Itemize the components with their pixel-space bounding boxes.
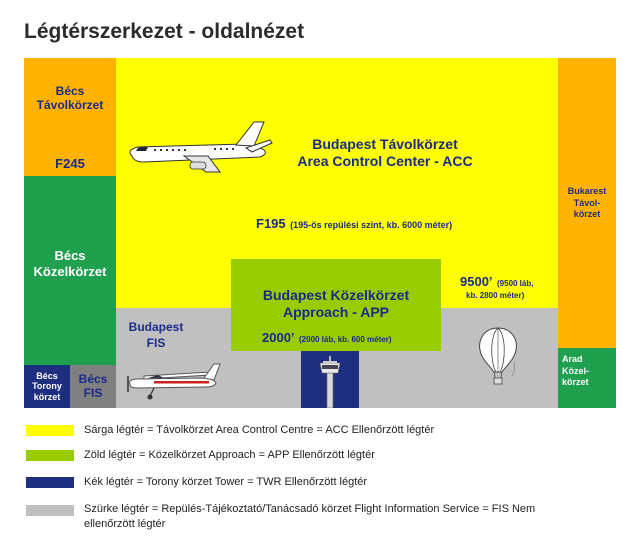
small-airplane-icon [127, 363, 221, 400]
legend-swatch-blue [26, 477, 74, 488]
jet-airplane-icon [129, 121, 273, 173]
vienna-fis-label: Bécs FIS [78, 372, 108, 400]
f195-level: F195 (195-ös repülési szint, kb. 6000 mé… [256, 216, 453, 231]
vienna-acc-label: Bécs Távolkörzet [36, 84, 104, 113]
legend-text-blue: Kék légtér = Torony körzet Tower = TWR E… [84, 476, 368, 488]
vienna-twr-zone [24, 365, 70, 408]
legend-text-yellow: Sárga légtér = Távolkörzet Area Control … [84, 424, 435, 436]
hot-air-balloon-icon [479, 327, 517, 385]
budapest-app-label: Budapest Közelkörzet Approach - APP [262, 287, 410, 320]
legend-swatch-gray [26, 505, 74, 516]
control-tower-icon [319, 356, 341, 408]
page-title: Légtérszerkezet - oldalnézet [24, 20, 305, 43]
budapest-app-zone [231, 259, 441, 351]
vienna-twr-label: Bécs Torony körzet [32, 371, 62, 402]
level-9500: 9500’ (9500 láb, kb. 2800 méter) [460, 274, 534, 301]
vienna-acc-zone [24, 58, 116, 176]
legend-text-green: Zöld légtér = Közelkörzet Approach = APP… [84, 449, 375, 461]
level-2000: 2000’ (2000 láb, kb. 600 méter) [262, 330, 392, 345]
vienna-acc-level: F245 [55, 156, 85, 171]
vienna-app-label: Bécs Közelkörzet [33, 248, 107, 279]
budapest-fis-zone-left [116, 308, 231, 408]
vienna-app-zone [24, 176, 116, 365]
airspace-diagram: Bécs Távolkörzet F245 Bécs Közelkörzet B… [24, 58, 616, 408]
vienna-fis-zone [70, 365, 116, 408]
bucharest-acc-zone [558, 58, 616, 348]
bucharest-acc-label: Bukarest Távol- körzet [567, 186, 607, 220]
budapest-acc-label: Budapest Távolkörzet Area Control Center… [297, 136, 473, 169]
legend-swatch-yellow [26, 425, 74, 436]
arad-app-label: Arad Közel- körzet [562, 354, 589, 388]
legend-swatch-green [26, 450, 74, 461]
arad-app-zone [558, 348, 616, 408]
legend-text-gray: Szürke légtér = Repülés-Tájékoztató/Taná… [84, 503, 536, 530]
budapest-fis-label: Budapest FIS [128, 320, 184, 350]
